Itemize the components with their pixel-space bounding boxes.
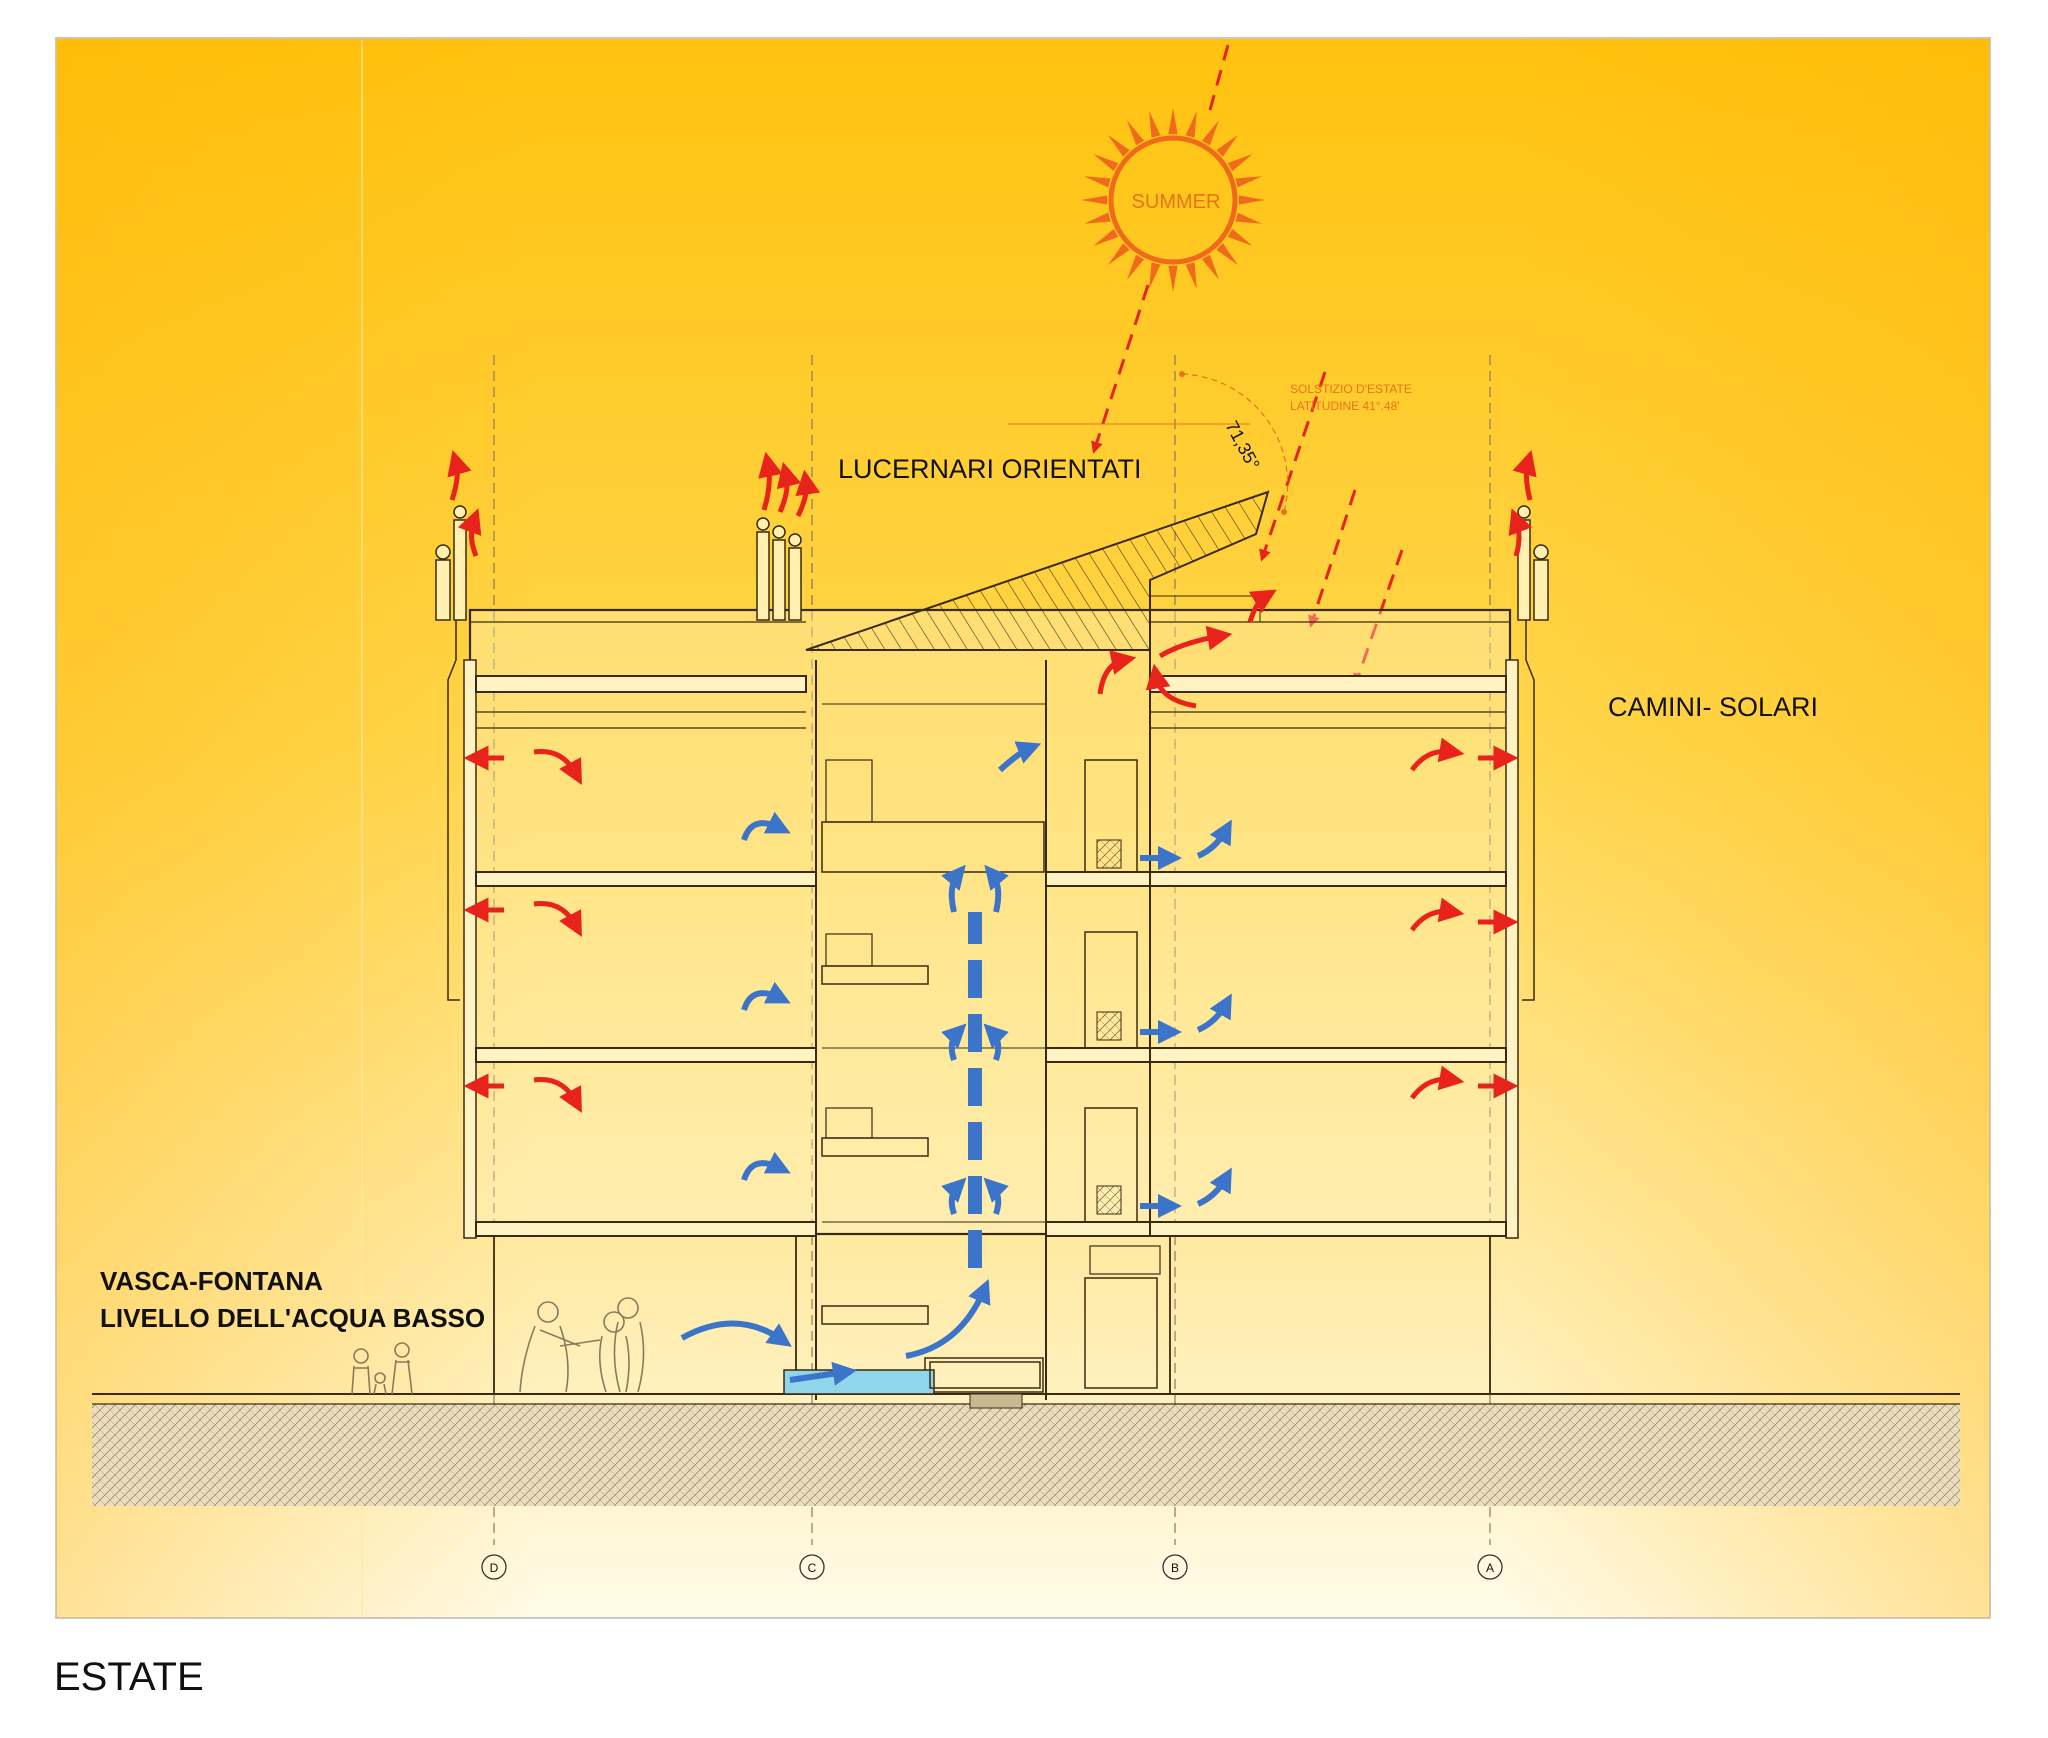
axis-a-label: A	[1486, 1561, 1494, 1575]
sun-ray	[1216, 134, 1239, 157]
sun-ray	[1149, 262, 1161, 289]
sun-ray	[1084, 212, 1111, 224]
ground	[92, 1393, 1960, 1506]
sun-ray	[1127, 254, 1145, 280]
solstice-label-2: LATITUDINE 41°.48'	[1290, 399, 1400, 413]
diagram-labels: LUCERNARI ORIENTATI CAMINI- SOLARI VASCA…	[100, 454, 1818, 1333]
sun-ray	[1084, 176, 1111, 188]
sun-ray	[1168, 265, 1178, 292]
sun-ray	[1185, 262, 1197, 289]
sun-ray	[1093, 228, 1119, 246]
sun-ray	[1127, 120, 1145, 146]
solar-chimneys	[435, 505, 1549, 621]
sun-ray	[1093, 154, 1119, 172]
cool-air-arrow-icon	[680, 741, 1232, 1386]
sun-ray	[1185, 111, 1197, 138]
oriented-skylight-roof	[805, 490, 1270, 690]
sun-ray	[1201, 254, 1219, 280]
axis-b-label: B	[1171, 1561, 1179, 1575]
axis-c-label: C	[808, 1561, 817, 1575]
solar-ray-lines	[1091, 44, 1404, 686]
sun-ray	[1227, 154, 1253, 172]
pool-label-1: VASCA-FONTANA	[100, 1266, 323, 1296]
solstice-label-1: SOLSTIZIO D'ESTATE	[1290, 382, 1412, 396]
sun-ray	[1201, 120, 1219, 146]
sun-label: SUMMER	[1132, 191, 1221, 213]
sun-ray	[1107, 134, 1130, 157]
sun-ray	[1081, 195, 1108, 205]
pool-label-2: LIVELLO DELL'ACQUA BASSO	[100, 1303, 485, 1333]
building-section	[447, 560, 1535, 1400]
skylights-label: LUCERNARI ORIENTATI	[838, 454, 1142, 484]
solar-chimneys-label: CAMINI- SOLARI	[1608, 692, 1818, 722]
sun-ray	[1235, 176, 1262, 188]
sun-ray	[1235, 212, 1262, 224]
sun-icon: SUMMER	[1081, 108, 1265, 292]
sun-ray	[1149, 111, 1161, 138]
sun-ray	[1168, 108, 1178, 135]
sun-ray	[1238, 195, 1265, 205]
background-panel	[55, 37, 1991, 1619]
sun-ray	[1216, 243, 1239, 266]
axis-d-label: D	[490, 1561, 499, 1575]
fountain-pool	[783, 1361, 1041, 1409]
people-silhouette-icon	[351, 1297, 645, 1395]
sun-ray	[1107, 243, 1130, 266]
sun-ray	[1227, 228, 1253, 246]
caption-estate: ESTATE	[54, 1655, 204, 1699]
grid-axis-markers: D C B A	[481, 1554, 1503, 1580]
warm-air-arrow-icon	[447, 449, 1537, 1114]
